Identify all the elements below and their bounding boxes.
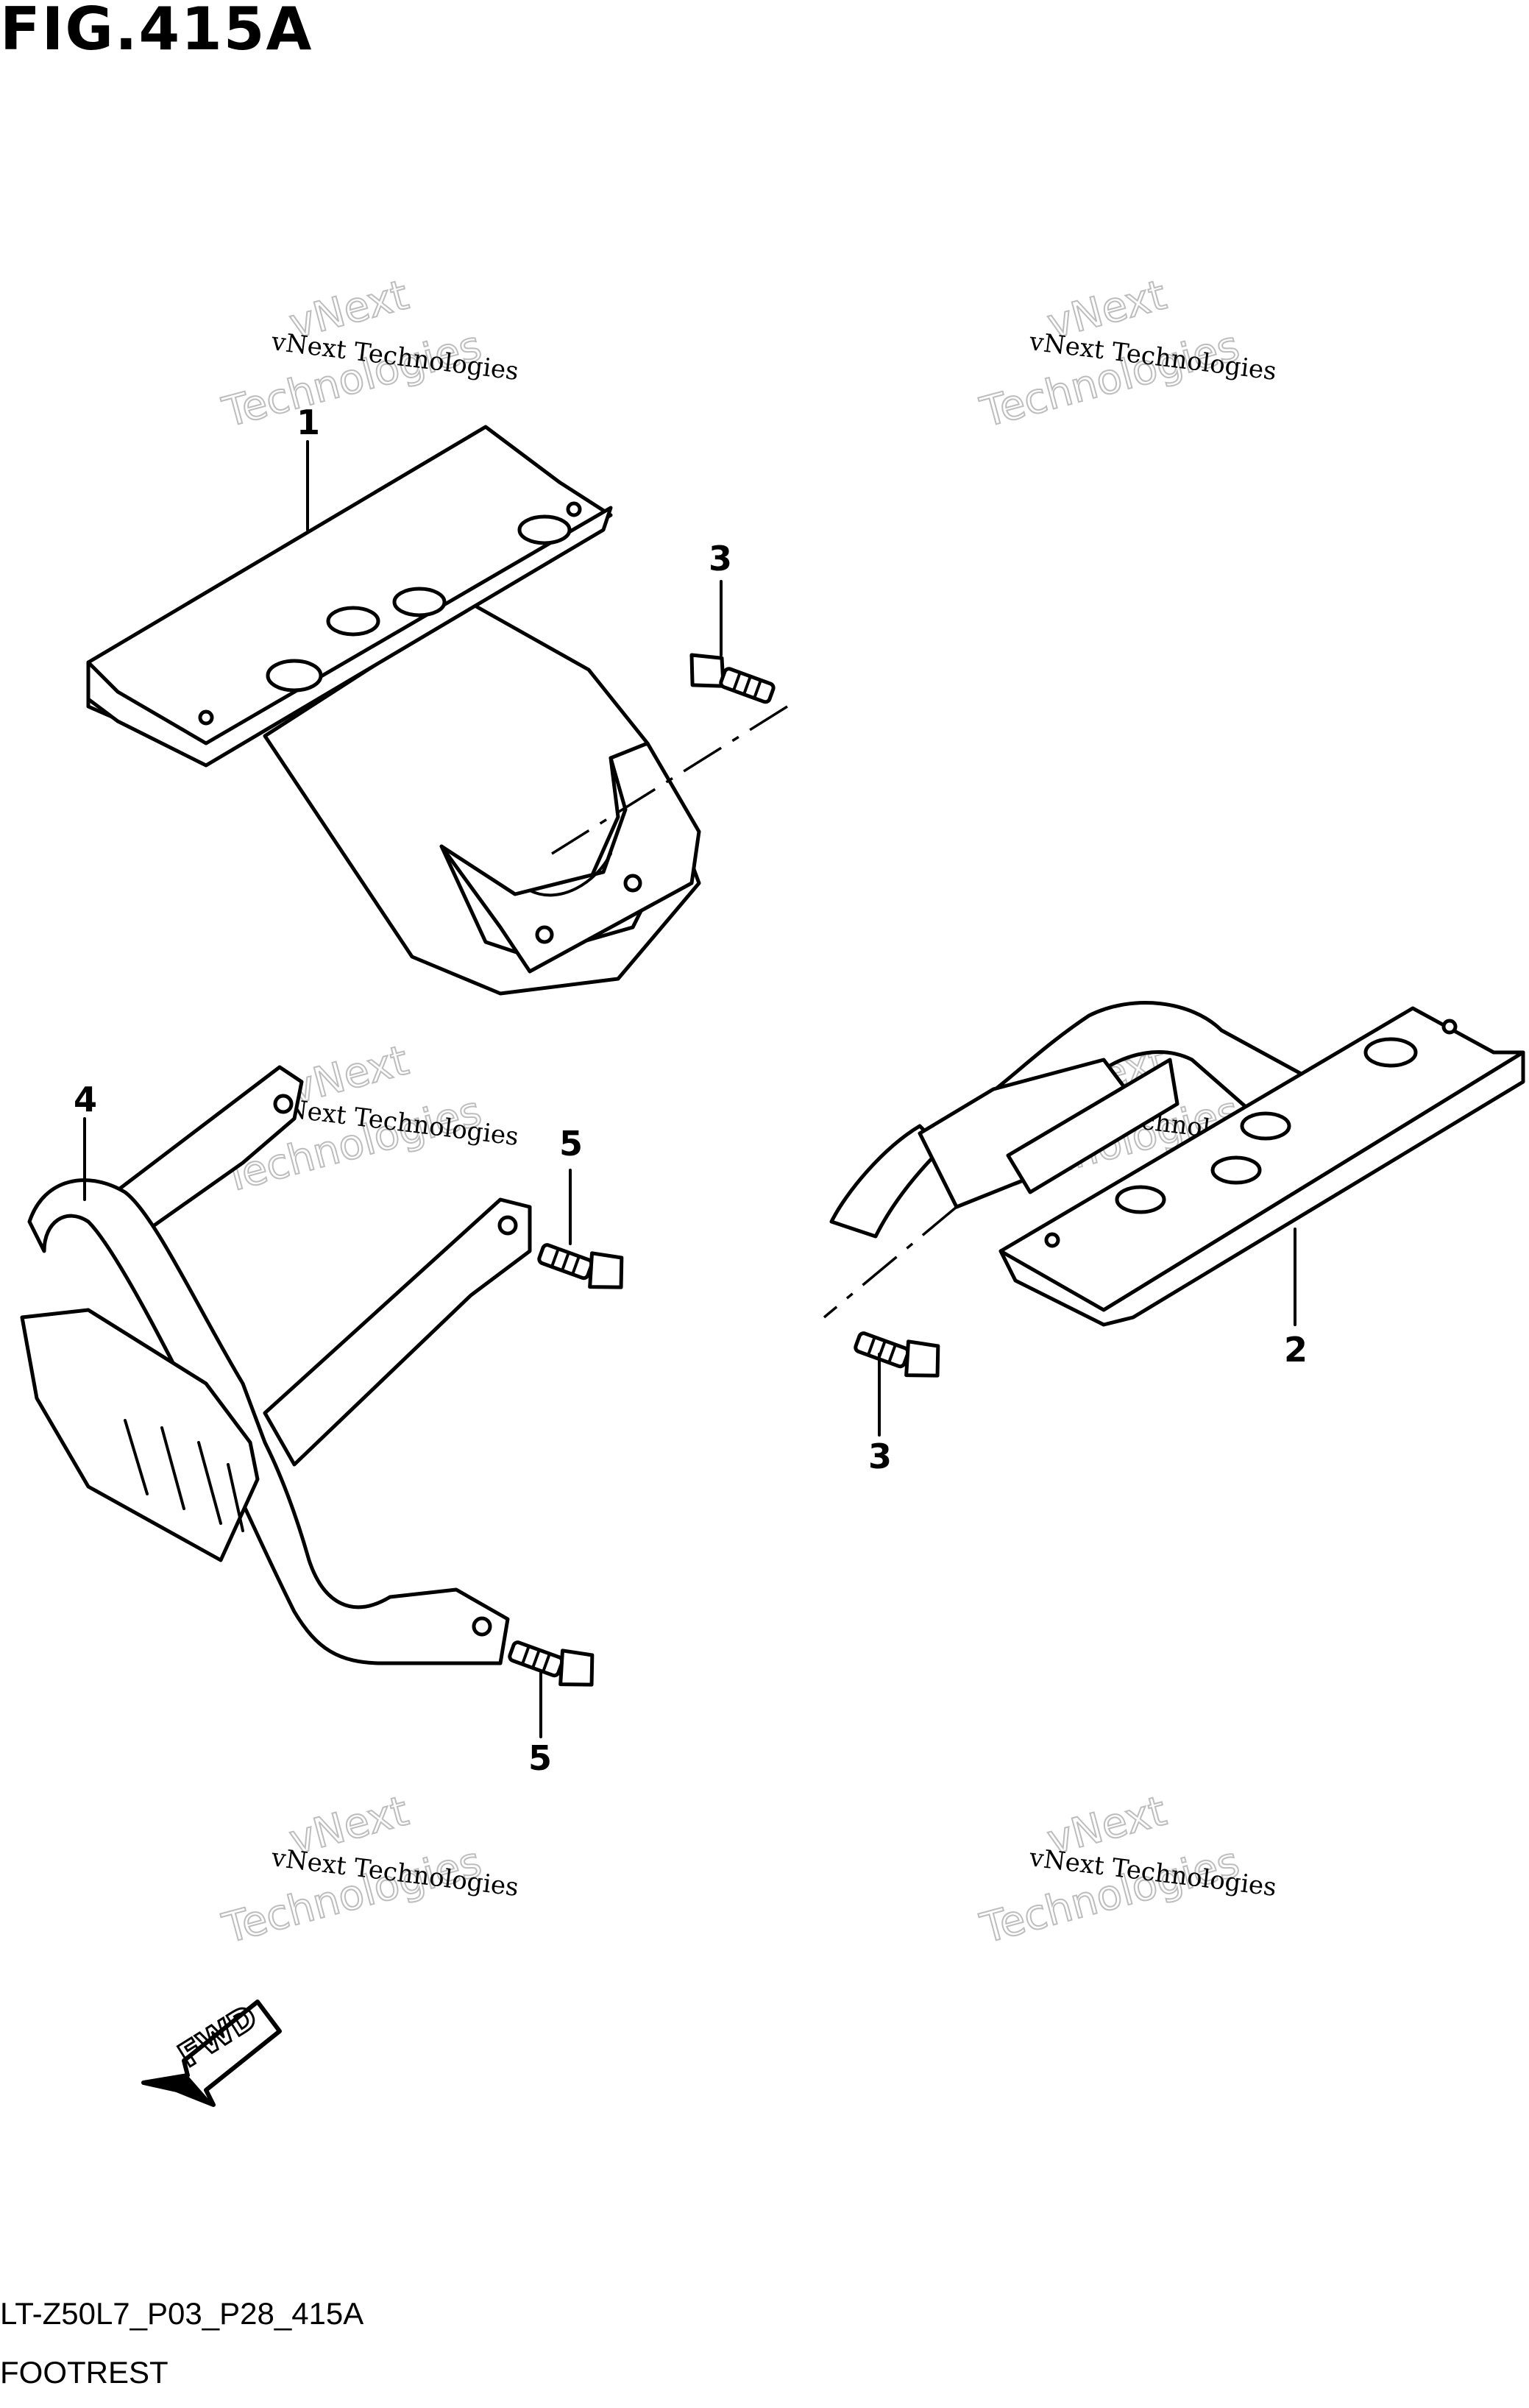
bolt-icon[interactable]	[852, 1320, 947, 1385]
fwd-arrow-icon: FWD	[141, 1997, 282, 2107]
bolt-icon[interactable]	[682, 648, 777, 712]
callout-part-1: 1	[297, 403, 320, 442]
callout-part-3-top: 3	[709, 539, 732, 578]
bolt-icon[interactable]	[506, 1629, 601, 1694]
figure-title: FIG.415A	[0, 0, 313, 63]
watermark-top-right: vNext Technologies vNext Technologies	[975, 270, 1278, 437]
callout-part-4: 4	[74, 1080, 97, 1119]
figure-code: LT-Z50L7_P03_P28_415A	[0, 2296, 364, 2331]
footrest-bracket-part-1[interactable]	[86, 425, 701, 996]
bolt-icon[interactable]	[536, 1231, 631, 1297]
figure-name: FOOTREST	[0, 2355, 168, 2390]
watermark-bottom-left: vNext Technologies vNext Technologies	[217, 1786, 520, 1953]
watermark-bottom-right: vNext Technologies vNext Technologies	[975, 1786, 1278, 1953]
callout-part-2: 2	[1284, 1330, 1308, 1370]
alignment-line-2	[823, 1205, 958, 1319]
callout-part-3-bottom: 3	[868, 1437, 892, 1476]
alignment-line-1	[551, 705, 788, 855]
footrest-guard-part-4[interactable]	[20, 1065, 532, 1665]
callout-part-5-bottom: 5	[528, 1738, 552, 1778]
footrest-bracket-part-2[interactable]	[829, 1001, 1525, 1327]
watermark-top-left: vNext Technologies vNext Technologies	[217, 270, 520, 437]
callout-part-5-top: 5	[559, 1124, 583, 1164]
